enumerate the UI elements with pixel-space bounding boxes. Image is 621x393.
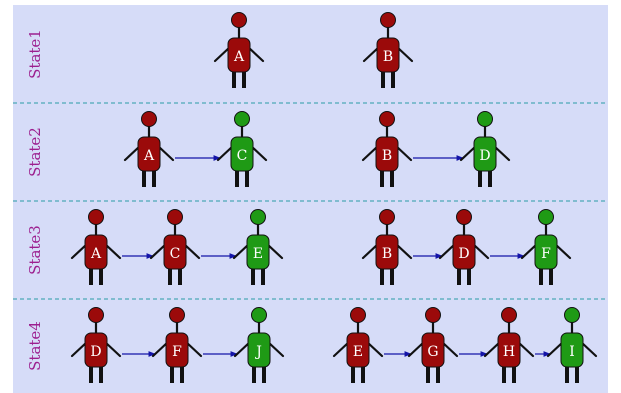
chain: B xyxy=(362,12,414,88)
person-letter: B xyxy=(382,246,392,262)
person-b: B xyxy=(362,12,414,88)
person-g: G xyxy=(407,307,459,383)
person-letter: F xyxy=(172,344,182,360)
person-letter: A xyxy=(90,246,102,262)
person-letter: H xyxy=(503,344,515,360)
person-c: C xyxy=(149,209,201,285)
person-a: A xyxy=(123,111,175,187)
person-d: D xyxy=(70,307,122,383)
person-f: F xyxy=(151,307,203,383)
state-row-3: State3 A C E B D F xyxy=(26,209,572,285)
person-letter: C xyxy=(237,148,248,164)
person-letter: G xyxy=(427,344,438,360)
person-letter: D xyxy=(90,344,101,360)
person-letter: C xyxy=(170,246,181,262)
person-letter: B xyxy=(383,49,393,65)
person-a: A xyxy=(213,12,265,88)
person-letter: J xyxy=(254,344,262,360)
person-letter: A xyxy=(143,148,155,164)
person-j: J xyxy=(233,307,285,383)
person-c: C xyxy=(216,111,268,187)
person-b: B xyxy=(361,111,413,187)
person-letter: D xyxy=(479,148,490,164)
person-letter: A xyxy=(233,49,245,65)
state-row-1: State1 A B xyxy=(26,12,414,88)
person-b: B xyxy=(361,209,413,285)
person-letter: E xyxy=(253,246,263,262)
state-label: State2 xyxy=(26,127,44,177)
person-letter: I xyxy=(569,344,575,360)
person-e: E xyxy=(332,307,384,383)
person-d: D xyxy=(459,111,511,187)
person-a: A xyxy=(70,209,122,285)
person-e: E xyxy=(232,209,284,285)
chain: A xyxy=(213,12,265,88)
person-d: D xyxy=(438,209,490,285)
person-letter: B xyxy=(382,148,392,164)
person-letter: D xyxy=(458,246,469,262)
person-i: I xyxy=(546,307,598,383)
state-label: State3 xyxy=(26,225,44,275)
person-letter: F xyxy=(541,246,551,262)
person-letter: E xyxy=(353,344,363,360)
state-label: State1 xyxy=(26,29,44,79)
state-label: State4 xyxy=(26,321,44,371)
state-row-4: State4 D F J E G H I xyxy=(26,307,598,383)
person-f: F xyxy=(520,209,572,285)
person-h: H xyxy=(483,307,535,383)
